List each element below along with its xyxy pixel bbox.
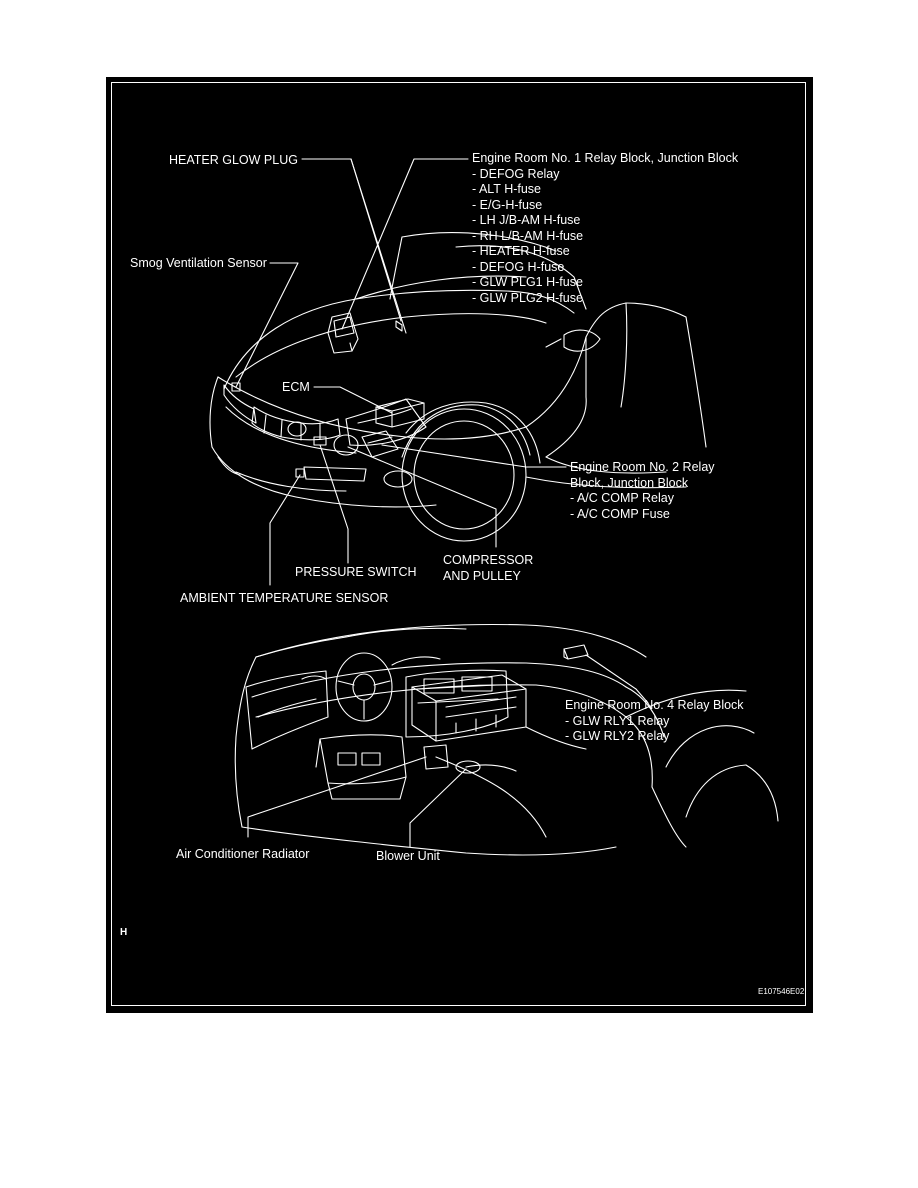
relay-block-4-item: - GLW RLY1 Relay xyxy=(565,713,670,728)
relay-block-2-callout: Engine Room No. 2 Relay Block, Junction … xyxy=(570,460,715,522)
compressor-label: COMPRESSOR AND PULLEY xyxy=(443,553,533,584)
figure-code: E107546E02 xyxy=(758,987,805,996)
relay-block-1-callout: Engine Room No. 1 Relay Block, Junction … xyxy=(472,151,738,306)
relay-block-1-component xyxy=(327,312,359,354)
relay-block-2-component xyxy=(361,430,399,458)
relay-block-1-item: - HEATER H-fuse xyxy=(472,244,570,258)
diagram-frame xyxy=(111,82,806,1006)
relay-block-4-item: - GLW RLY2 Relay xyxy=(565,729,670,743)
compressor-label-line: COMPRESSOR xyxy=(443,553,534,567)
corner-letter: H xyxy=(120,927,128,938)
pressure-switch-label: PRESSURE SWITCH xyxy=(295,565,417,579)
relay-block-2-title: Engine Room No. 2 Relay xyxy=(570,460,715,474)
ecm-label: ECM xyxy=(282,380,310,394)
relay-block-1-item: - GLW PLG2 H-fuse xyxy=(472,290,583,305)
relay-block-1-item: - RH L/B-AM H-fuse xyxy=(472,228,584,243)
ambient-temperature-sensor-label: AMBIENT TEMPERATURE SENSOR xyxy=(180,591,389,605)
relay-block-2-item: - A/C COMP Relay xyxy=(570,491,674,505)
diagram-panel: HEATER GLOW PLUG Engine Room No. 1 Relay… xyxy=(106,77,813,1013)
relay-block-4-component xyxy=(563,644,589,660)
blower-unit-label: Blower Unit xyxy=(376,849,440,863)
relay-block-1-item: - LH J/B-AM H-fuse xyxy=(472,213,581,227)
relay-block-1-item: - DEFOG Relay xyxy=(472,166,560,181)
relay-block-1-item: - DEFOG H-fuse xyxy=(472,259,565,274)
smog-ventilation-sensor-label: Smog Ventilation Sensor xyxy=(130,256,267,270)
smog-sensor-component xyxy=(231,382,241,392)
car-interior-illustration xyxy=(234,623,779,856)
car-front-illustration xyxy=(209,232,707,542)
relay-block-1-item: - GLW PLG1 H-fuse xyxy=(472,275,583,289)
relay-block-1-item: - E/G-H-fuse xyxy=(472,197,543,212)
compressor-label-line: AND PULLEY xyxy=(443,568,521,583)
relay-block-2-title: Block, Junction Block xyxy=(570,475,689,490)
ecm-component xyxy=(375,398,425,428)
heater-glow-plug-label: HEATER GLOW PLUG xyxy=(169,153,298,167)
relay-block-4-title: Engine Room No. 4 Relay Block xyxy=(565,698,744,712)
component-location-drawing xyxy=(209,158,779,856)
relay-block-2-item: - A/C COMP Fuse xyxy=(570,506,670,521)
compressor-component xyxy=(333,434,359,456)
leader-lines-lower xyxy=(247,654,649,848)
relay-block-1-item: - ALT H-fuse xyxy=(472,182,542,196)
air-conditioner-radiator-label: Air Conditioner Radiator xyxy=(176,847,310,861)
relay-block-1-title: Engine Room No. 1 Relay Block, Junction … xyxy=(472,151,739,165)
ambient-sensor-component xyxy=(295,468,305,478)
relay-block-4-callout: Engine Room No. 4 Relay Block - GLW RLY1… xyxy=(565,698,744,745)
leader-lines-upper xyxy=(235,158,567,586)
